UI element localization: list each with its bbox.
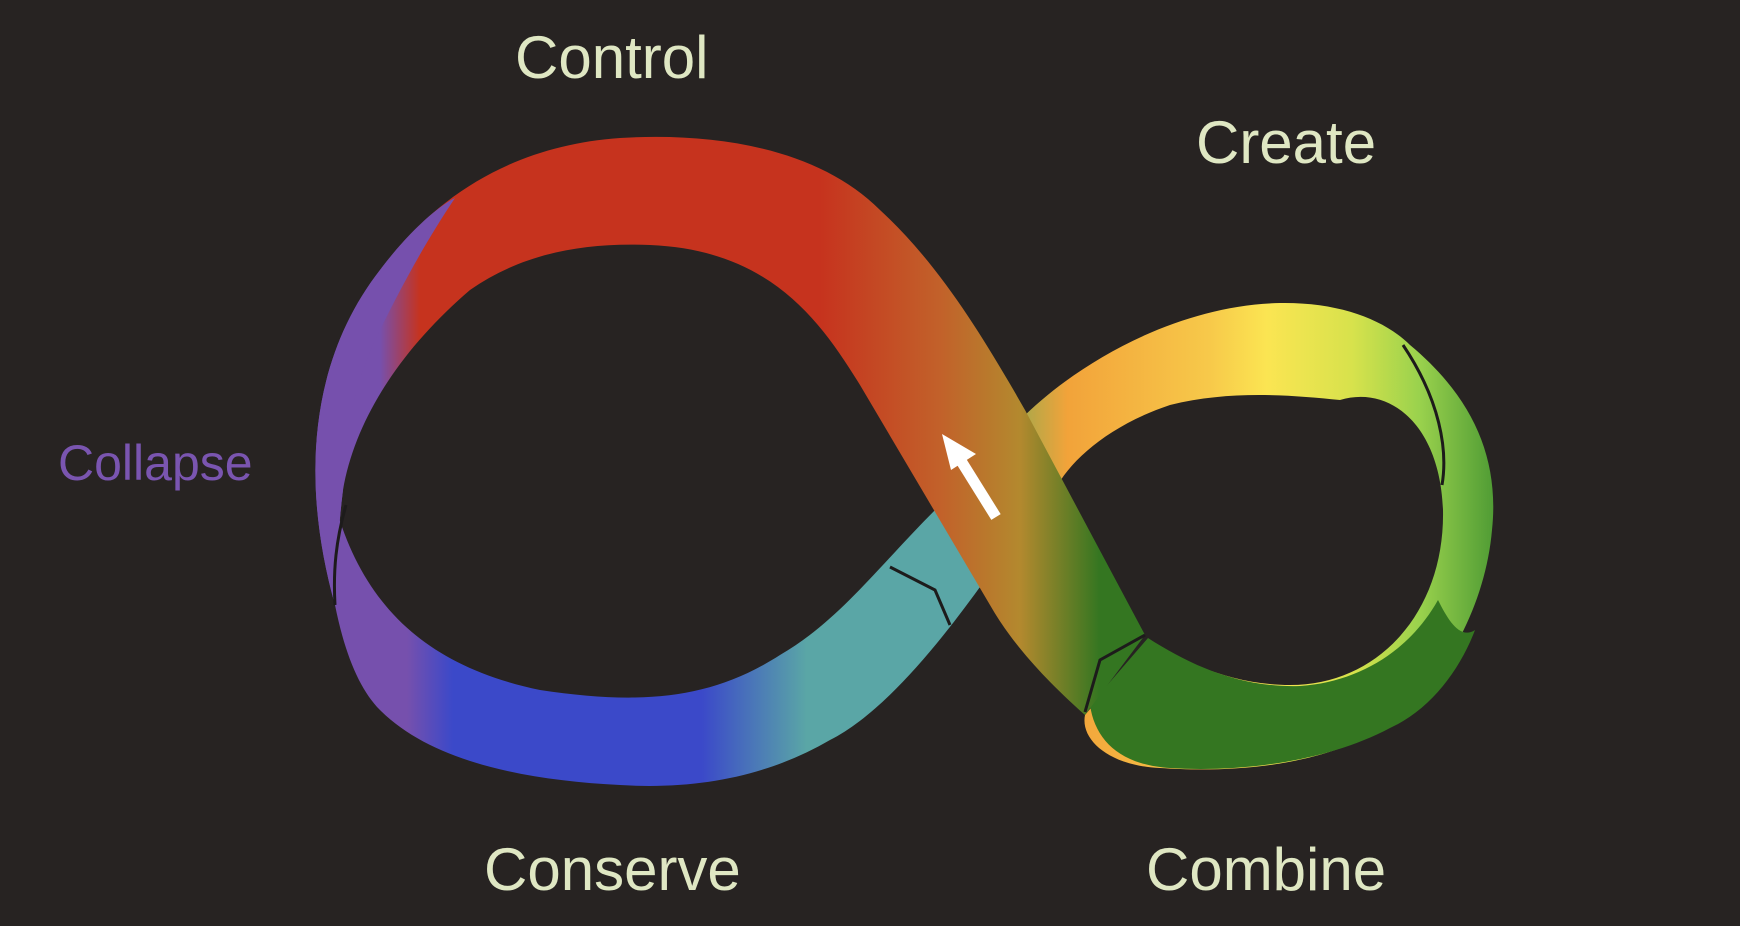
seam-line: [889, 565, 952, 626]
control-band: [315, 136, 1146, 715]
direction-arrow: [942, 434, 1001, 520]
seam-line: [1083, 633, 1146, 713]
combine-band: [1090, 600, 1475, 769]
conserve-band: [335, 505, 985, 786]
label-conserve: Conserve: [484, 836, 741, 903]
label-create: Create: [1196, 109, 1377, 176]
label-collapse: Collapse: [58, 435, 253, 491]
label-combine: Combine: [1146, 836, 1387, 903]
collapse-band: [315, 198, 455, 605]
seam-line: [332, 504, 348, 606]
create-inner-edge: [1401, 344, 1446, 486]
label-control: Control: [515, 24, 709, 91]
